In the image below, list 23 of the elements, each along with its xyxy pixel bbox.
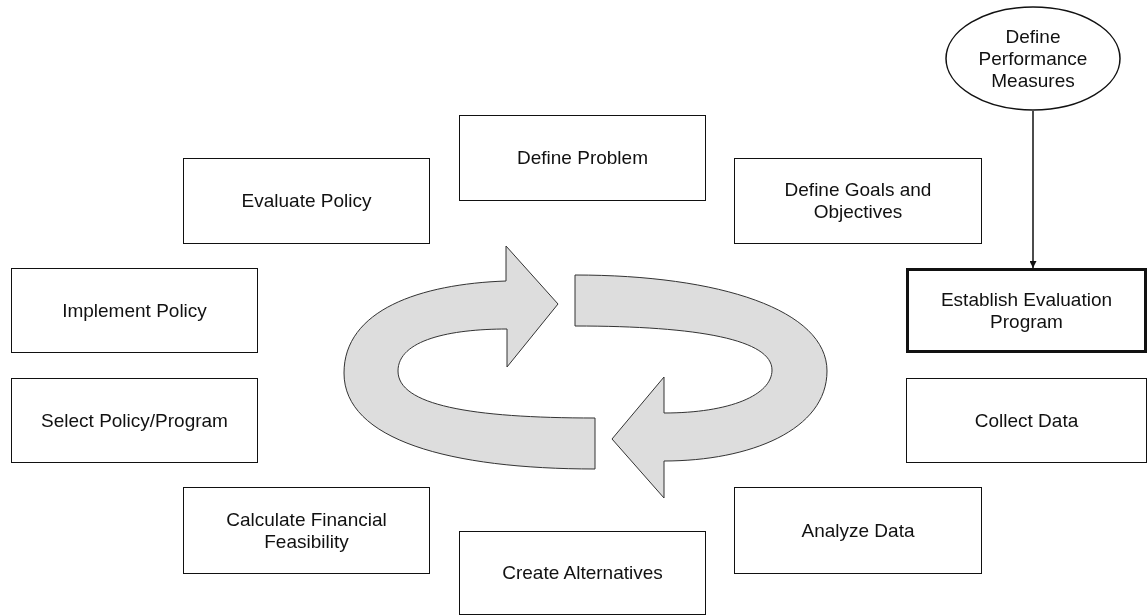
node-label: Calculate Financial Feasibility	[225, 508, 388, 553]
node-label: Define Performance Measures	[977, 25, 1089, 92]
ellipse-node	[945, 6, 1121, 111]
node-label: Define Goals and Objectives	[783, 179, 933, 223]
process-box	[459, 531, 706, 615]
process-box	[183, 487, 430, 574]
node-label: Collect Data	[974, 409, 1079, 432]
process-box	[11, 378, 258, 463]
process-box	[183, 158, 430, 244]
node-label: Select Policy/Program	[41, 409, 228, 432]
arrow	[1029, 110, 1037, 269]
process-box	[459, 115, 706, 201]
node-label: Establish Evaluation Program	[939, 288, 1114, 333]
node-label: Define Problem	[517, 147, 648, 169]
node-label: Implement Policy	[62, 299, 207, 322]
process-box	[906, 268, 1147, 353]
process-box	[906, 378, 1147, 463]
process-box	[734, 487, 982, 574]
process-box	[11, 268, 258, 353]
node-label: Evaluate Policy	[241, 190, 372, 212]
process-box	[734, 158, 982, 244]
node-label: Create Alternatives	[502, 562, 663, 584]
node-label: Analyze Data	[801, 519, 915, 542]
